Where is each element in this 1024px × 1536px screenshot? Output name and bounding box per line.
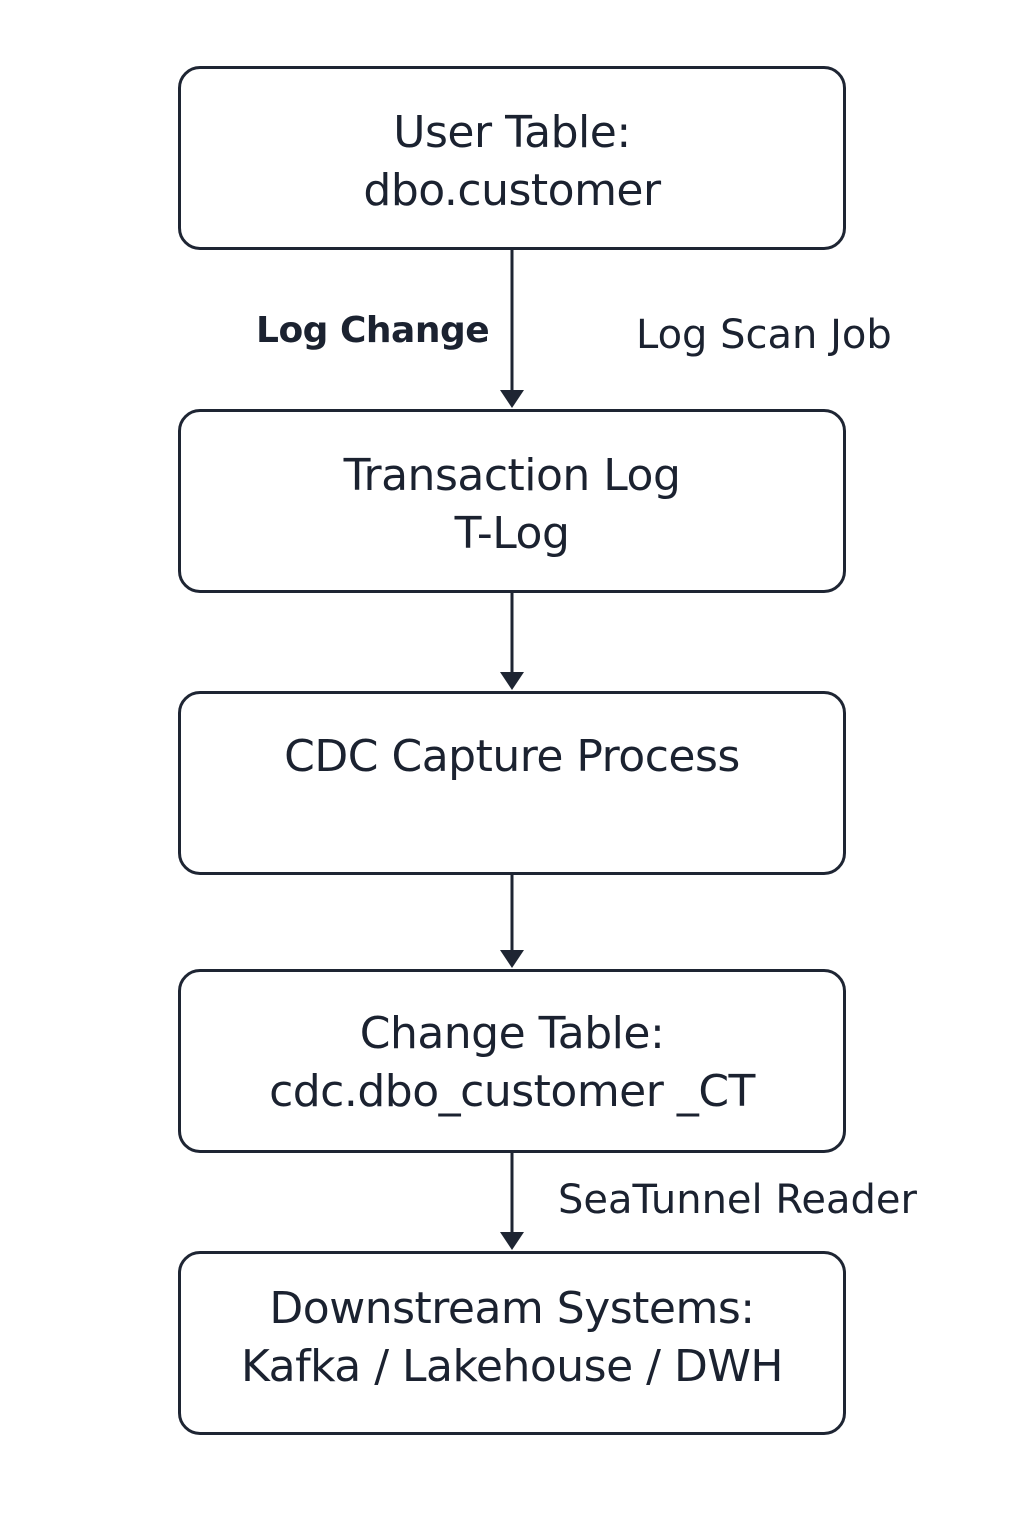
node-downstream-systems-label: Downstream Systems: Kafka / Lakehouse / … xyxy=(181,1280,843,1396)
node-user-table: User Table: dbo.customer xyxy=(178,66,846,250)
node-change-table: Change Table: cdc.dbo_customer _CT xyxy=(178,969,846,1153)
node-cdc-capture-process-title: CDC Capture Process xyxy=(284,731,740,782)
edge-label-log-scan-job: Log Scan Job xyxy=(636,312,892,358)
node-change-table-name: cdc.dbo_customer _CT xyxy=(269,1066,755,1117)
node-transaction-log-label: Transaction Log T-Log xyxy=(181,447,843,563)
node-change-table-title: Change Table: xyxy=(359,1008,665,1059)
arrow-changetable-to-downstream xyxy=(500,1153,524,1250)
arrow-usertable-to-tlog xyxy=(500,250,524,408)
node-cdc-capture-process: CDC Capture Process xyxy=(178,691,846,875)
arrow-tlog-to-cdc xyxy=(500,593,524,690)
node-transaction-log: Transaction Log T-Log xyxy=(178,409,846,593)
node-downstream-systems: Downstream Systems: Kafka / Lakehouse / … xyxy=(178,1251,846,1435)
node-user-table-name: dbo.customer xyxy=(363,165,661,216)
node-change-table-label: Change Table: cdc.dbo_customer _CT xyxy=(181,1005,843,1121)
edge-label-log-change: Log Change xyxy=(256,310,490,351)
edge-label-seatunnel-reader: SeaTunnel Reader xyxy=(558,1177,917,1223)
node-transaction-log-title: Transaction Log xyxy=(343,450,681,501)
node-user-table-title: User Table: xyxy=(393,107,631,158)
node-cdc-capture-process-label: CDC Capture Process xyxy=(181,728,843,786)
node-downstream-systems-targets: Kafka / Lakehouse / DWH xyxy=(241,1341,783,1392)
node-user-table-label: User Table: dbo.customer xyxy=(181,104,843,220)
node-downstream-systems-title: Downstream Systems: xyxy=(269,1283,755,1334)
arrow-cdc-to-changetable xyxy=(500,875,524,968)
node-transaction-log-subtitle: T-Log xyxy=(454,508,570,559)
